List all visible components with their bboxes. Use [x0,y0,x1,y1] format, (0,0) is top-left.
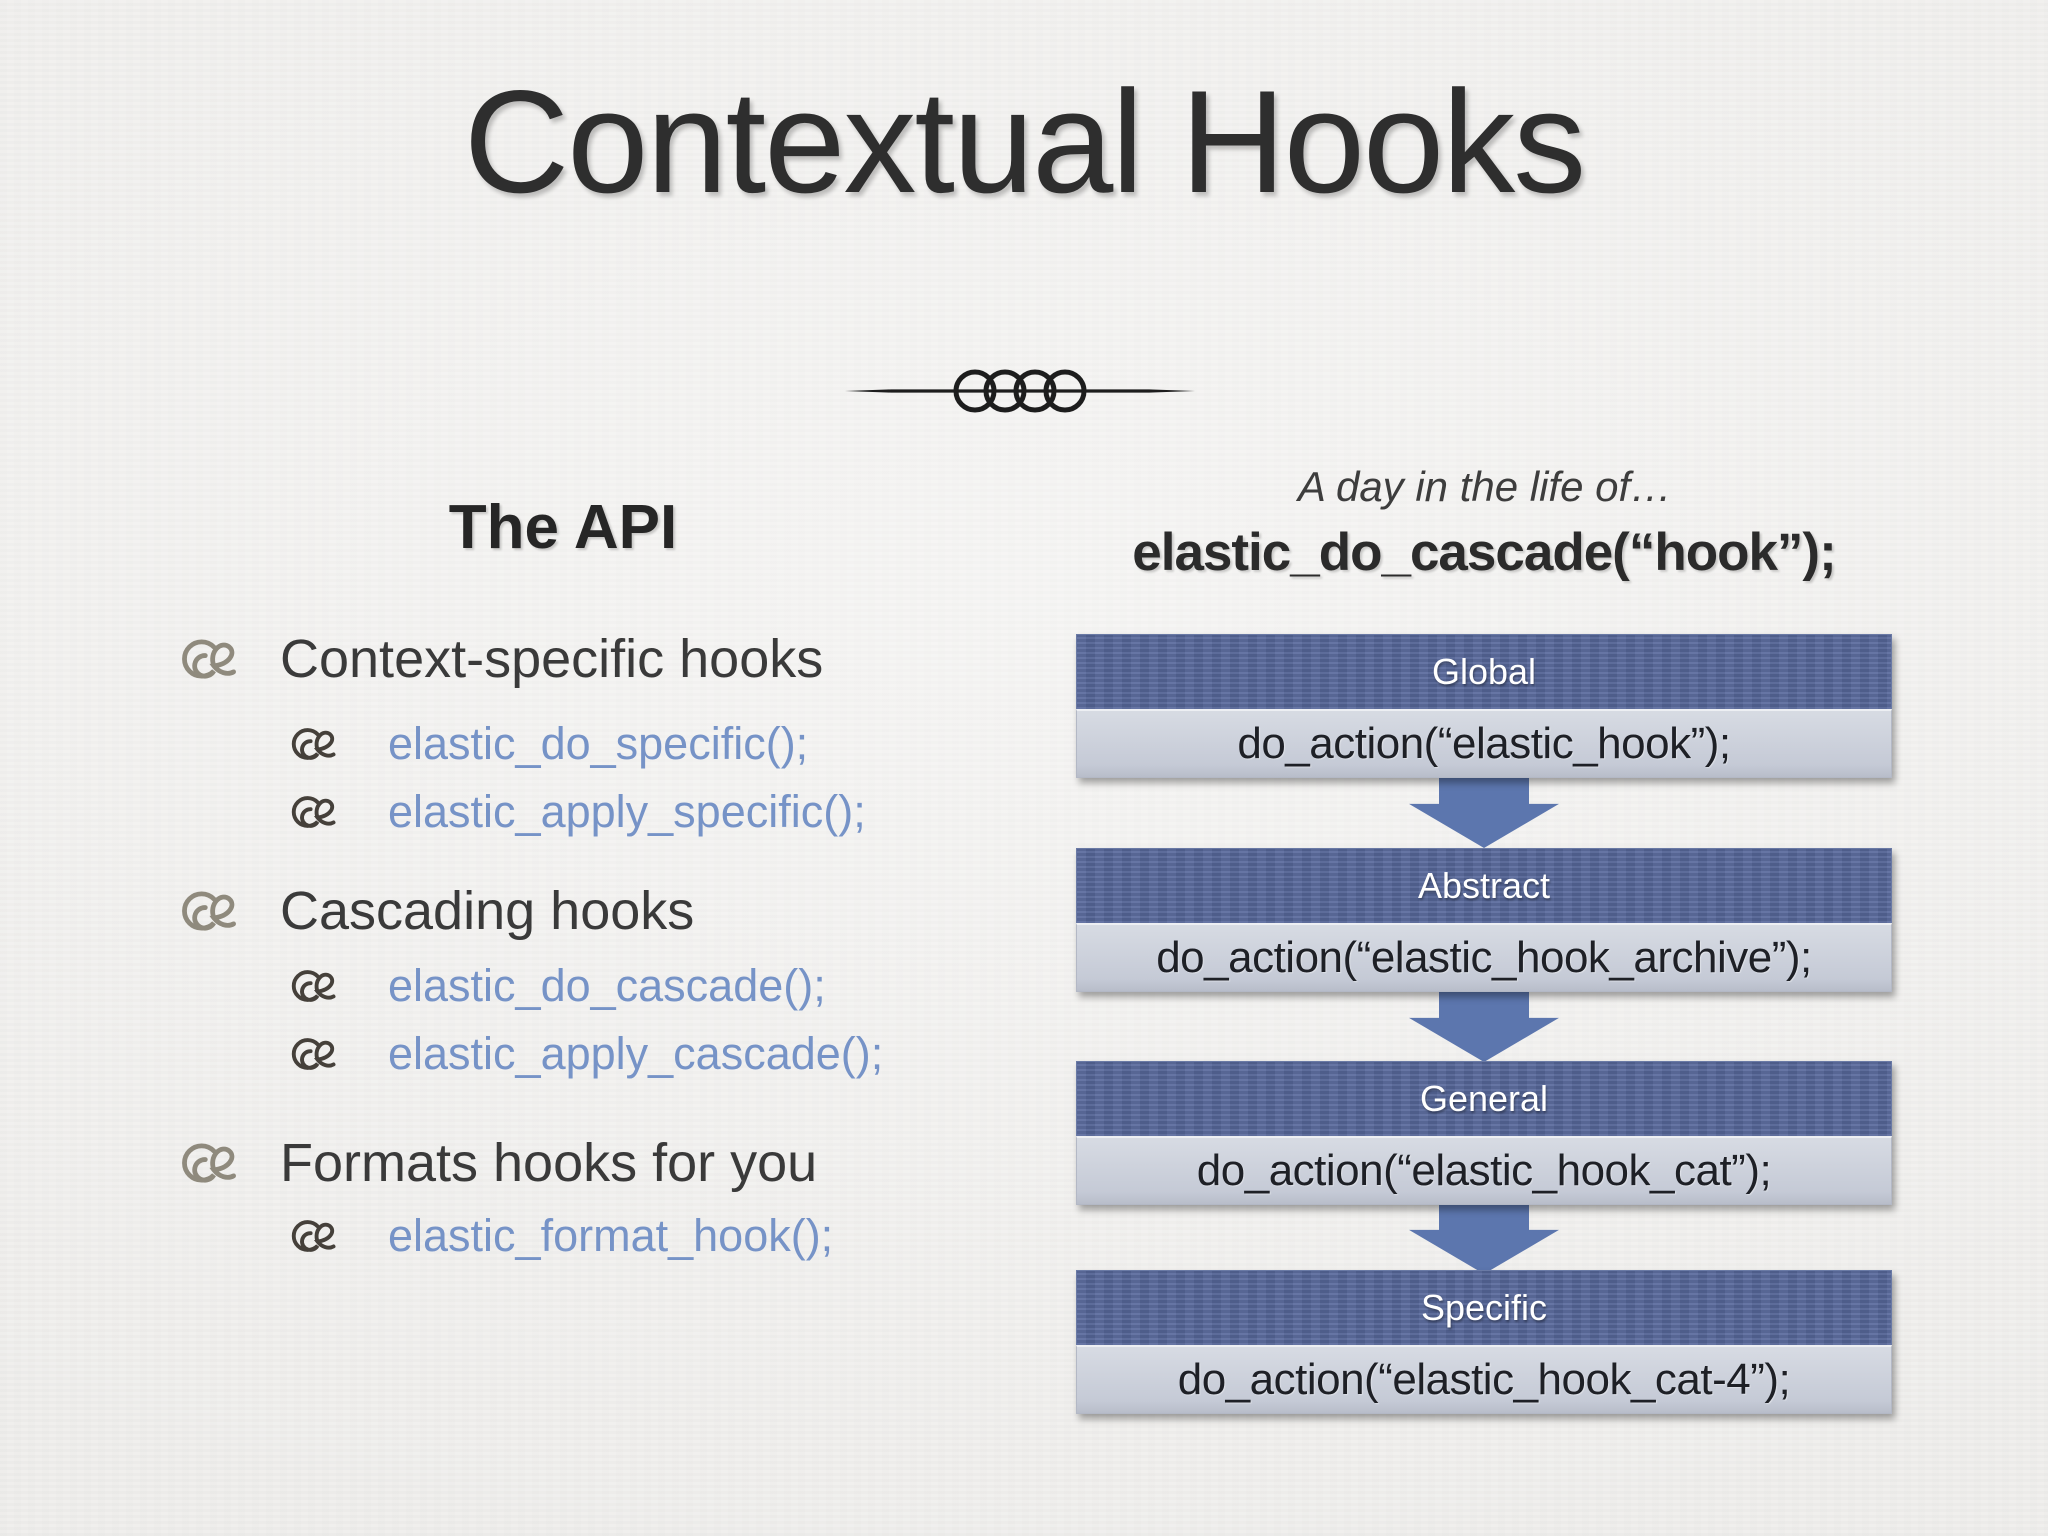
flourish-bullet-icon [287,792,337,832]
bullet-item: Cascading hooks [176,880,694,942]
flourish-bullet-icon [287,1034,337,1074]
divider-ornament [845,366,1195,416]
down-arrow-icon [1409,772,1559,848]
flourish-bullet-icon [287,724,337,764]
rope-knot-divider-icon [845,369,1195,413]
bullet-label: Formats hooks for you [280,1133,818,1193]
flourish-bullet-icon [176,887,238,935]
bullet-item: Formats hooks for you [176,1132,817,1194]
down-arrow-icon [1409,1198,1559,1274]
slide-title: Contextual Hooks [463,60,1586,223]
flourish-bullet-icon [176,635,238,683]
sub-bullet-code: elastic_do_specific(); [388,718,809,769]
flow-box-level: Global [1076,634,1892,709]
sub-bullet-item: elastic_format_hook(); [287,1210,833,1262]
sub-bullet-code: elastic_apply_cascade(); [388,1028,884,1079]
flow-code-heading: elastic_do_cascade(“hook”); [1132,523,1836,582]
flourish-bullet-icon [176,1139,238,1187]
sub-bullet-item: elastic_apply_cascade(); [287,1028,883,1080]
flow-box-level: General [1076,1061,1892,1136]
sub-bullet-code: elastic_format_hook(); [388,1210,834,1261]
flow-box-global: Global do_action(“elastic_hook”); [1076,634,1892,778]
flow-box-code: do_action(“elastic_hook_cat”); [1076,1136,1892,1205]
flow-box-abstract: Abstract do_action(“elastic_hook_archive… [1076,848,1892,992]
flow-box-level: Specific [1076,1270,1892,1345]
flow-box-code: do_action(“elastic_hook_cat-4”); [1076,1345,1892,1414]
flow-box-specific: Specific do_action(“elastic_hook_cat-4”)… [1076,1270,1892,1414]
sub-bullet-code: elastic_apply_specific(); [388,786,866,837]
flow-caption: A day in the life of… [1297,463,1673,510]
bullet-item: Context-specific hooks [176,628,823,690]
sub-bullet-item: elastic_do_specific(); [287,718,808,770]
bullet-label: Context-specific hooks [280,629,824,689]
flow-box-code: do_action(“elastic_hook”); [1076,709,1892,778]
flow-box-general: General do_action(“elastic_hook_cat”); [1076,1061,1892,1205]
sub-bullet-item: elastic_apply_specific(); [287,786,866,838]
flourish-bullet-icon [287,1216,337,1256]
left-section-heading: The API [448,493,678,562]
sub-bullet-item: elastic_do_cascade(); [287,960,826,1012]
bullet-label: Cascading hooks [280,881,695,941]
flow-box-level: Abstract [1076,848,1892,923]
flow-box-code: do_action(“elastic_hook_archive”); [1076,923,1892,992]
flourish-bullet-icon [287,966,337,1006]
down-arrow-icon [1409,986,1559,1062]
sub-bullet-code: elastic_do_cascade(); [388,960,826,1011]
